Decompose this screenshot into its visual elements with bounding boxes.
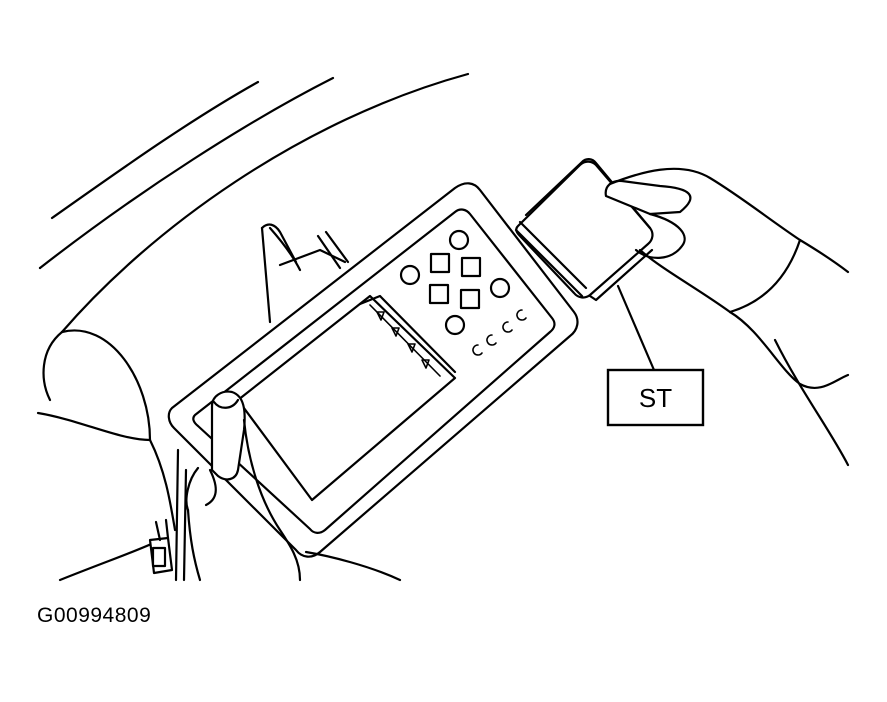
square-key [428, 283, 450, 305]
round-button [399, 264, 421, 286]
figure-id: G00994809 [37, 604, 152, 627]
square-key [459, 288, 481, 310]
callout-leader [616, 284, 656, 372]
square-key [429, 252, 451, 274]
round-button [448, 229, 470, 251]
tester-cable [174, 223, 350, 582]
callout-label: ST [639, 383, 672, 413]
left-hand [185, 390, 402, 582]
right-hand [604, 167, 850, 467]
callout-box: ST [606, 368, 705, 427]
connector-plug [148, 518, 174, 575]
dashboard-outline [36, 72, 470, 582]
square-key [460, 256, 482, 278]
round-button [444, 314, 466, 336]
round-button [489, 277, 511, 299]
tester-screen [236, 294, 457, 502]
hand-held-tester [167, 182, 579, 558]
